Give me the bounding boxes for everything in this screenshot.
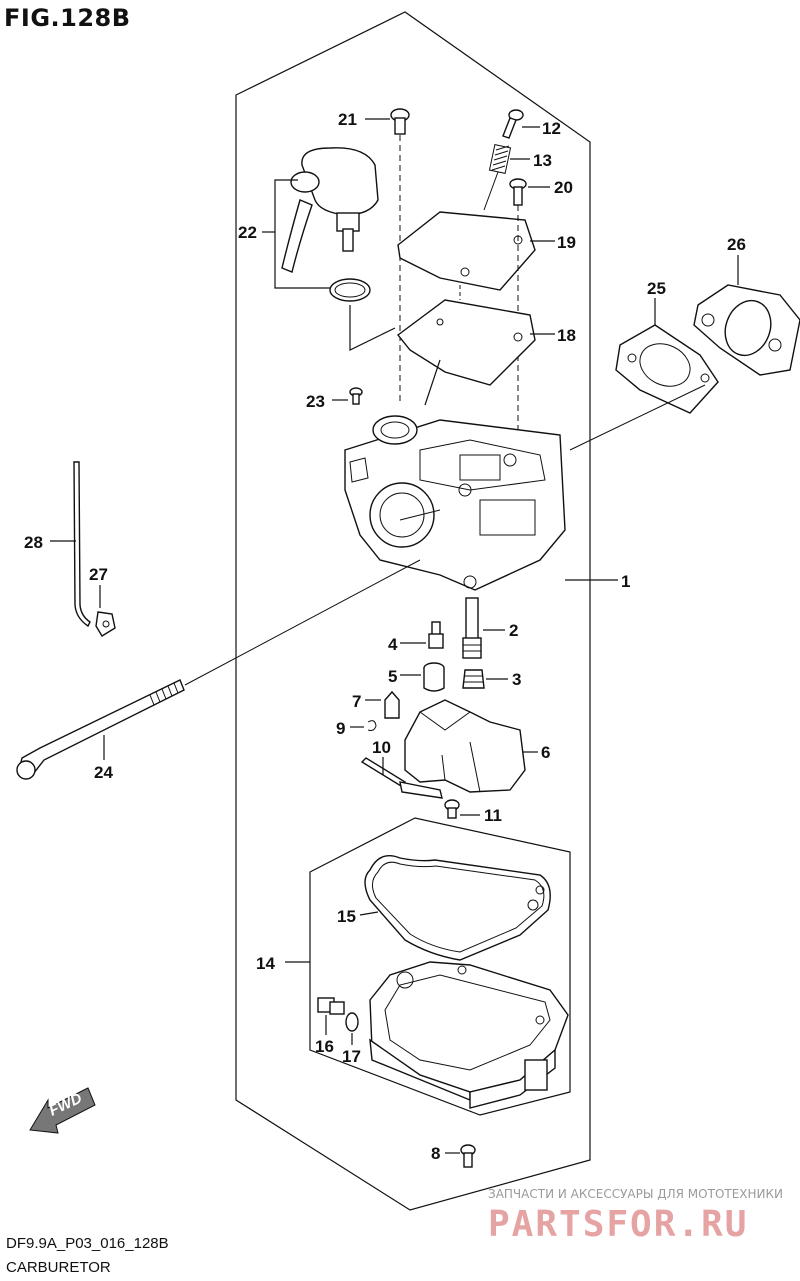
- callout-19: 19: [557, 233, 576, 252]
- part-20-screw[interactable]: [509, 178, 527, 206]
- part-25-gasket[interactable]: [615, 324, 719, 414]
- leader-22: [274, 179, 330, 289]
- footer-code: DF9.9A_P03_016_128B: [6, 1235, 169, 1252]
- callout-7: 7: [352, 692, 361, 711]
- part-15-gasket[interactable]: [364, 855, 551, 961]
- figure-title: FIG.128B: [4, 4, 131, 32]
- callout-24: 24: [94, 763, 113, 782]
- float-chamber-outline: [309, 817, 571, 1116]
- callout-23: 23: [306, 392, 325, 411]
- part-21-screw[interactable]: [390, 108, 410, 135]
- part-6-float[interactable]: [399, 699, 526, 799]
- callout-15: 15: [337, 907, 356, 926]
- callout-9: 9: [336, 719, 345, 738]
- part-24-bolt[interactable]: [16, 679, 185, 780]
- part-1-carburetor-body[interactable]: [344, 415, 566, 591]
- part-5-cap[interactable]: [423, 662, 445, 692]
- fwd-arrow-icon: FWD: [29, 1087, 96, 1134]
- part-27-clip[interactable]: [95, 611, 116, 637]
- assembly-outline: [235, 11, 591, 1211]
- callout-27: 27: [89, 565, 108, 584]
- callout-5: 5: [388, 667, 397, 686]
- callout-12: 12: [542, 119, 561, 138]
- part-22-fuel-solenoid[interactable]: [281, 147, 379, 273]
- callout-28: 28: [24, 533, 43, 552]
- callout-25: 25: [647, 279, 666, 298]
- callout-26: 26: [727, 235, 746, 254]
- callout-10: 10: [372, 738, 391, 757]
- part-13-spring[interactable]: [488, 144, 512, 174]
- callout-22: 22: [238, 223, 257, 242]
- part-11-screw[interactable]: [444, 799, 460, 819]
- callout-16: 16: [315, 1037, 334, 1056]
- callout-3: 3: [512, 670, 521, 689]
- callout-18: 18: [557, 326, 576, 345]
- callout-13: 13: [533, 151, 552, 170]
- footer-name: CARBURETOR: [6, 1259, 111, 1276]
- callout-1: 1: [621, 572, 630, 591]
- callout-11: 11: [484, 806, 502, 825]
- part-23-screw[interactable]: [349, 387, 363, 405]
- part-2-needle-jet[interactable]: [462, 597, 482, 659]
- part-26-insulator[interactable]: [693, 284, 800, 376]
- callout-14: 14: [256, 954, 275, 973]
- part-4-pilot-jet[interactable]: [428, 621, 444, 649]
- part-19-cover-plate[interactable]: [397, 211, 536, 291]
- part-17-washer[interactable]: [345, 1012, 359, 1032]
- watermark-brand: PARTSFOR.RU: [488, 1204, 748, 1245]
- part-18-diaphragm[interactable]: [397, 299, 536, 386]
- part-3-main-jet[interactable]: [462, 669, 485, 689]
- part-16-drain-screw[interactable]: [317, 997, 345, 1015]
- callout-6: 6: [541, 743, 550, 762]
- o-ring[interactable]: [329, 278, 371, 302]
- part-28-rod[interactable]: [73, 461, 91, 628]
- part-7-needle-valve[interactable]: [384, 690, 400, 719]
- callout-4: 4: [388, 635, 398, 654]
- part-9-clip[interactable]: [367, 720, 377, 731]
- watermark-tagline: ЗАПЧАСТИ И АКСЕССУАРЫ ДЛЯ МОТОТЕХНИКИ: [488, 1187, 783, 1201]
- callout-8: 8: [431, 1144, 440, 1163]
- callout-21: 21: [338, 110, 357, 129]
- part-12-screw[interactable]: [502, 109, 524, 139]
- part-14-float-chamber[interactable]: [369, 961, 569, 1109]
- callout-2: 2: [509, 621, 518, 640]
- callout-17: 17: [342, 1047, 361, 1066]
- callout-20: 20: [554, 178, 573, 197]
- part-8-screw[interactable]: [460, 1144, 476, 1168]
